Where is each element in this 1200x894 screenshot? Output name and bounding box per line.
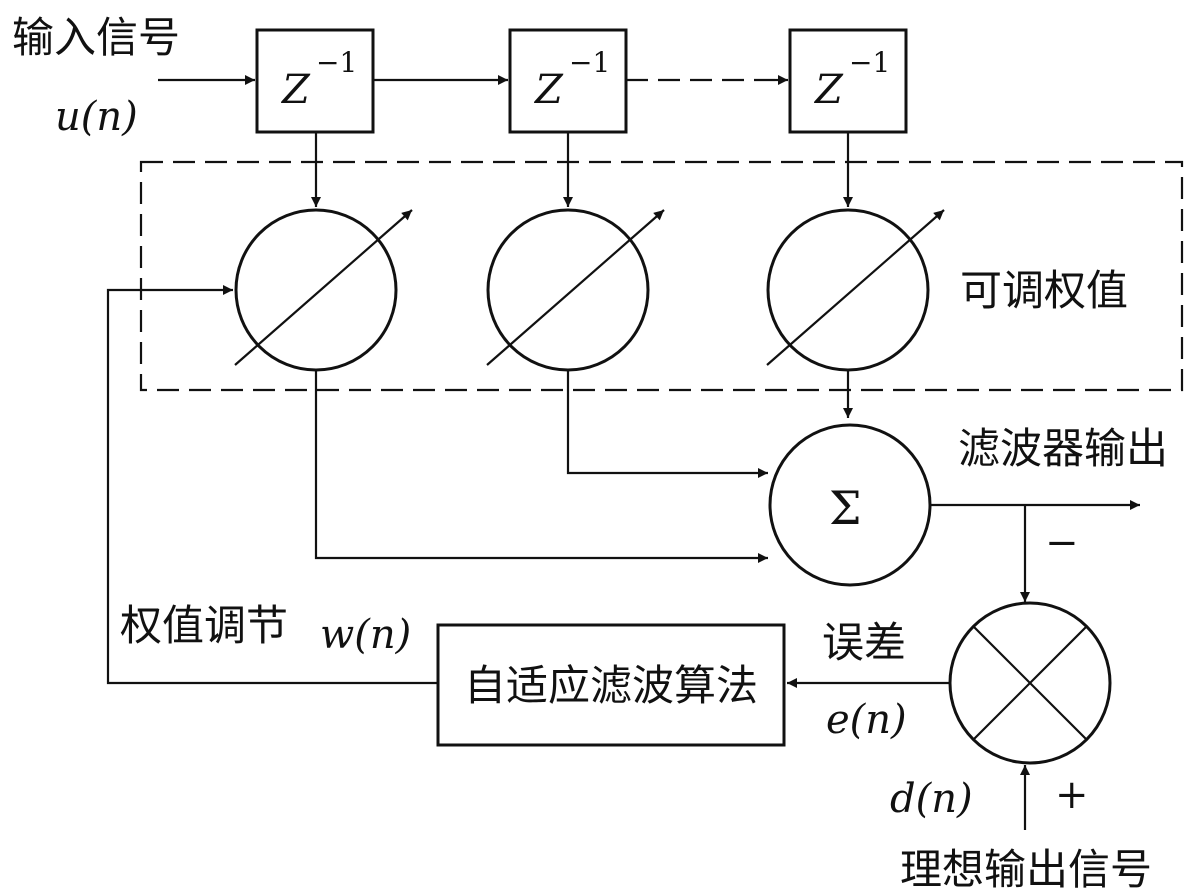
input-variable-label: u(n) [55,94,138,140]
weight-3-adjust-arrow [766,209,945,366]
minus-sign: − [1045,520,1079,566]
weight-2 [486,208,665,372]
adjustable-weights-region [139,160,1184,392]
error-variable-label: e(n) [826,697,907,743]
plus-sign: + [1055,772,1089,818]
delay-3-exponent: −1 [849,46,890,79]
summation-node: Σ [768,423,932,587]
filter-output-label: 滤波器输出 [958,424,1168,473]
delay-block-3: Z −1 [788,28,908,134]
weight-2-to-sum [566,370,768,478]
weight-variable-label: w(n) [320,612,411,658]
weight-1 [234,208,413,372]
delay-1-exponent: −1 [316,46,357,79]
delay-2-base: Z [533,67,564,113]
weight-1-to-sum [314,370,768,563]
desired-output-signal-label: 理想输出信号 [900,845,1152,894]
algorithm-label: 自适应滤波算法 [464,661,758,710]
desired-variable-label: d(n) [890,776,973,822]
weight-adjust-label: 权值调节 [120,601,288,650]
summation-symbol: Σ [829,481,862,535]
input-signal-label: 输入信号 [12,13,180,62]
delay-block-1: Z −1 [255,28,375,134]
weight-3 [766,208,945,372]
comparator-node [948,601,1112,765]
weight-2-adjust-arrow [486,209,665,366]
delay-3-base: Z [813,67,844,113]
delay-block-2: Z −1 [508,28,628,134]
weight-adjust-feedback [106,285,438,685]
adaptive-algorithm-block: 自适应滤波算法 [436,623,786,747]
delay-1-base: Z [280,67,311,113]
adjustable-weights-label: 可调权值 [960,266,1128,315]
weight-1-adjust-arrow [234,209,413,366]
delay-2-exponent: −1 [569,46,610,79]
error-label: 误差 [822,618,906,667]
